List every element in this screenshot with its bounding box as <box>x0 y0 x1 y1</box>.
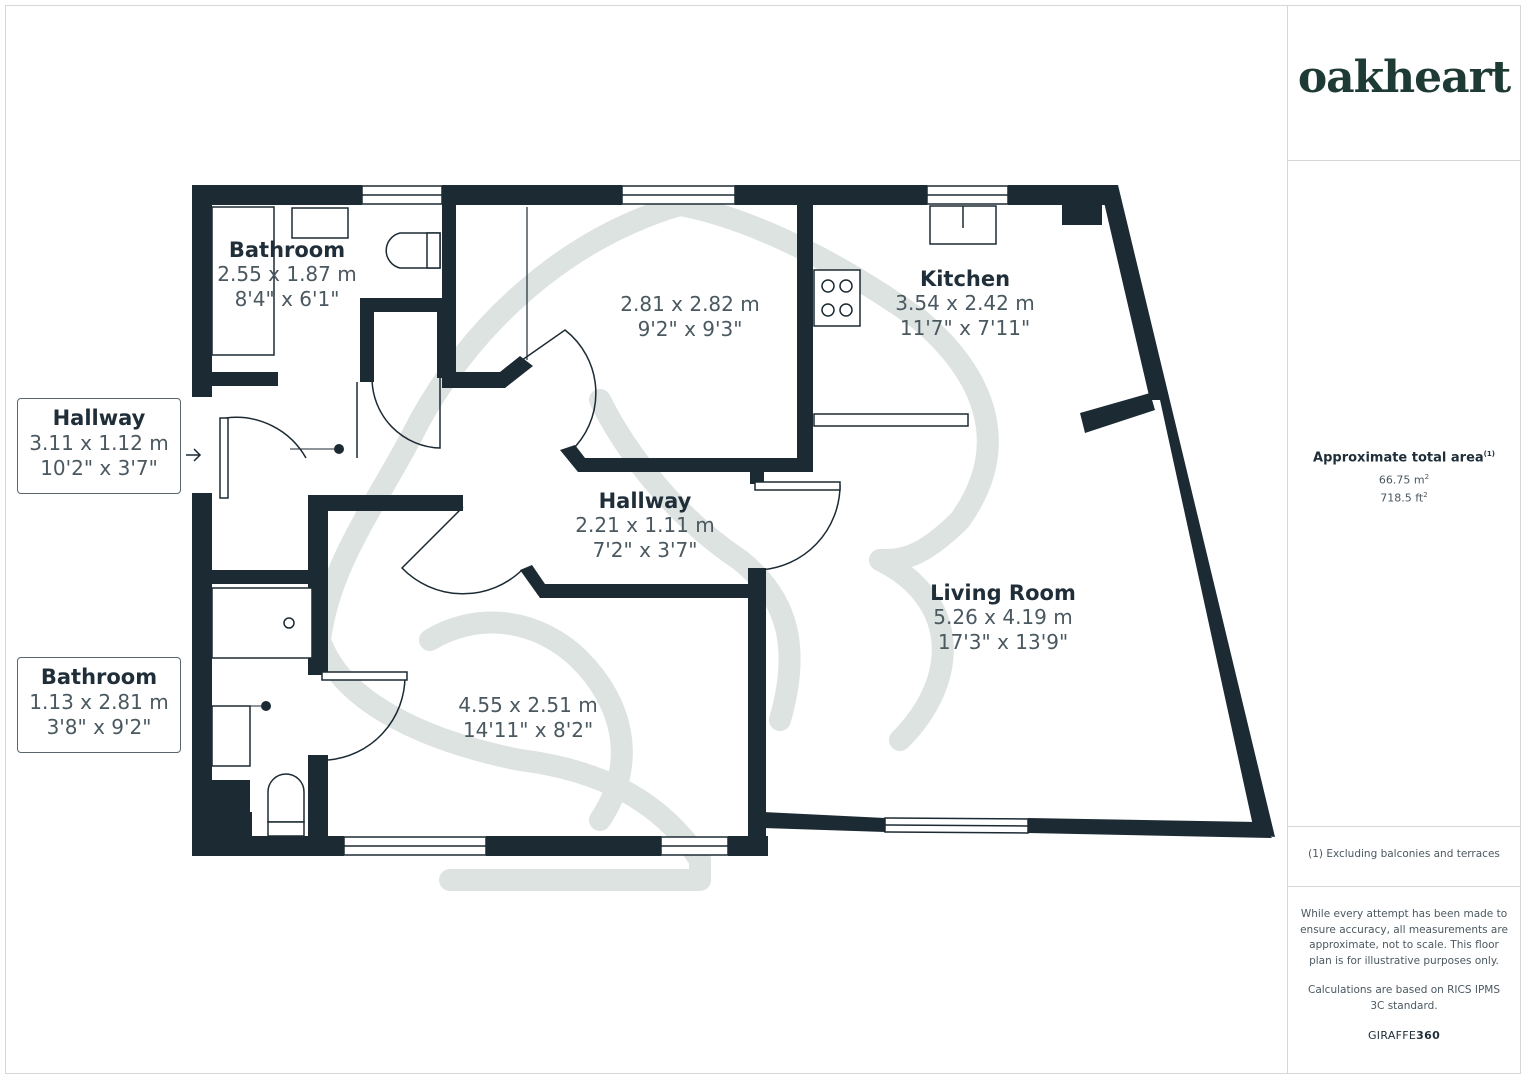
callout-metric: 1.13 x 2.81 m <box>29 690 169 714</box>
callout-imperial: 3'8" x 9'2" <box>46 715 152 739</box>
room-imperial: 14'11" x 8'2" <box>462 718 594 742</box>
entrance-door <box>225 416 307 498</box>
credit-suffix: 360 <box>1416 1029 1441 1042</box>
area-metric-value: 66.75 m <box>1378 473 1425 487</box>
room-metric: 2.81 x 2.82 m <box>620 292 760 316</box>
room-name: Kitchen <box>919 267 1011 291</box>
room-bedroom-2: 4.55 x 2.51 m 14'11" x 8'2" <box>428 693 628 743</box>
area-title-note: (1) <box>1483 450 1495 458</box>
room-metric: 2.21 x 1.11 m <box>575 513 715 537</box>
bathroom-2-door <box>322 675 406 761</box>
callout-hallway: Hallway 3.11 x 1.12 m 10'2" x 3'7" <box>17 398 181 494</box>
callout-bathroom: Bathroom 1.13 x 2.81 m 3'8" x 9'2" <box>17 657 181 753</box>
brand-logo: oakheart <box>1297 52 1511 103</box>
area-imperial: 718.5 ft2 <box>1288 491 1520 505</box>
room-hallway-inner: Hallway 2.21 x 1.11 m 7'2" x 3'7" <box>555 489 735 563</box>
area-title: Approximate total area(1) <box>1288 450 1520 465</box>
switch-lines <box>212 448 334 707</box>
basin-icon <box>291 207 349 239</box>
panel-divider <box>1287 5 1288 1074</box>
area-imperial-value: 718.5 ft <box>1380 491 1424 505</box>
entrance-arrow-icon <box>193 448 202 462</box>
room-bedroom-1: 2.81 x 2.82 m 9'2" x 9'3" <box>590 292 790 342</box>
calculation-note: Calculations are based on RICS IPMS 3C s… <box>1307 984 1501 1012</box>
fixtures <box>211 205 997 837</box>
credit: GIRAFFE360 <box>1288 1029 1520 1042</box>
room-living-room: Living Room 5.26 x 4.19 m 17'3" x 13'9" <box>903 581 1103 655</box>
bathtub-icon <box>211 206 275 356</box>
doors <box>186 329 841 761</box>
disclaimer: While every attempt has been made to ens… <box>1300 908 1508 967</box>
bedroom-2-door <box>400 506 523 595</box>
room-name: Bathroom <box>228 238 346 262</box>
area-title-text: Approximate total area <box>1313 450 1484 466</box>
kitchen-counter-icon <box>813 413 969 427</box>
area-metric-unit: 2 <box>1424 473 1430 482</box>
room-imperial: 17'3" x 13'9" <box>937 630 1069 654</box>
bedroom-1-door <box>514 329 597 453</box>
area-metric: 66.75 m2 <box>1288 473 1520 487</box>
room-imperial: 7'2" x 3'7" <box>592 538 698 562</box>
room-kitchen: Kitchen 3.54 x 2.42 m 11'7" x 7'11" <box>870 267 1060 341</box>
divider-area <box>1288 826 1520 827</box>
room-metric: 4.55 x 2.51 m <box>458 693 598 717</box>
shower-tray-icon <box>211 587 313 659</box>
area-block: Approximate total area(1) 66.75 m2 718.5… <box>1288 450 1520 505</box>
room-imperial: 11'7" x 7'11" <box>899 316 1031 340</box>
switch-icons <box>261 444 344 711</box>
cupboard-door <box>371 377 441 449</box>
callout-name: Hallway <box>52 406 146 430</box>
callout-name: Bathroom <box>40 665 158 689</box>
room-name: Living Room <box>930 581 1076 605</box>
divider-footnote <box>1288 886 1520 887</box>
callout-metric: 3.11 x 1.12 m <box>29 431 169 455</box>
room-metric: 2.55 x 1.87 m <box>217 262 357 286</box>
floor-plan <box>186 185 1275 891</box>
room-imperial: 9'2" x 9'3" <box>637 317 743 341</box>
room-metric: 3.54 x 2.42 m <box>895 291 1035 315</box>
area-imperial-unit: 2 <box>1423 490 1428 499</box>
toilet-icon-2 <box>267 773 305 823</box>
room-metric: 5.26 x 4.19 m <box>933 605 1073 629</box>
hob-icon <box>813 269 861 327</box>
living-room-door <box>755 485 841 571</box>
callout-imperial: 10'2" x 3'7" <box>40 456 158 480</box>
basin-icon-2 <box>211 705 251 767</box>
divider-logo <box>1288 160 1520 161</box>
footnote: (1) Excluding balconies and terraces <box>1308 848 1500 860</box>
windows <box>343 185 1029 856</box>
credit-prefix: GIRAFFE <box>1367 1029 1417 1042</box>
room-name: Hallway <box>598 489 692 513</box>
walls <box>192 185 1275 856</box>
room-imperial: 8'4" x 6'1" <box>234 287 340 311</box>
page-frame <box>5 5 1521 1074</box>
room-bathroom-top: Bathroom 2.55 x 1.87 m 8'4" x 6'1" <box>212 238 362 312</box>
